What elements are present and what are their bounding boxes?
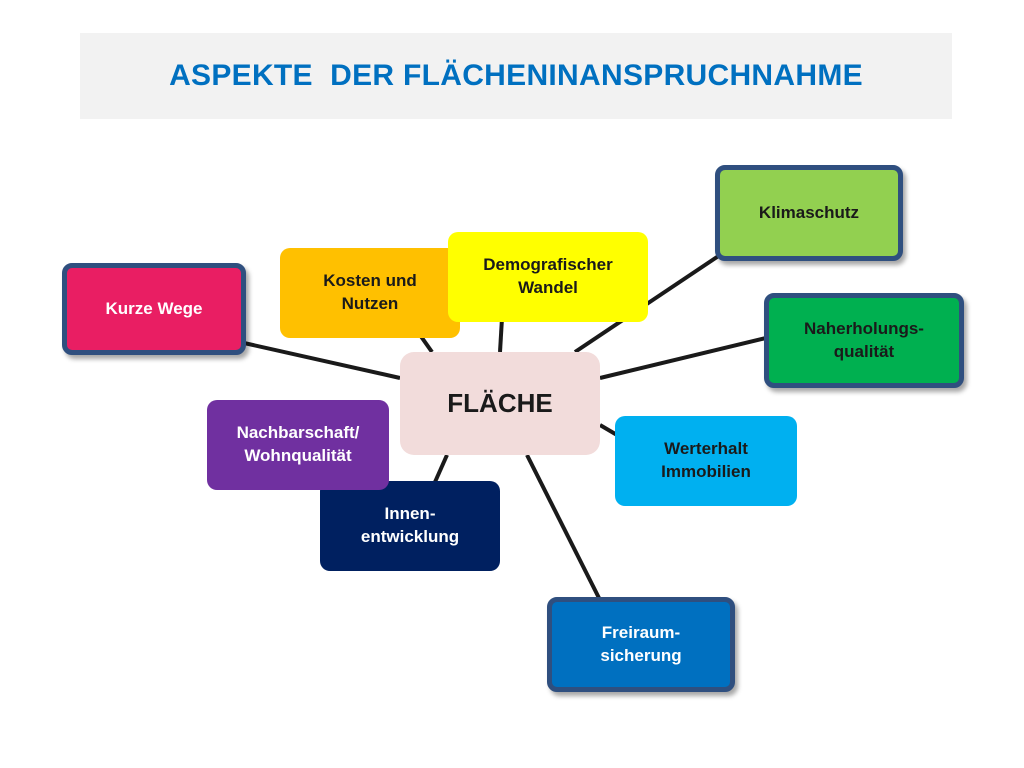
connector-naherholungsqualitaet [599,336,767,380]
node-label: Klimaschutz [758,202,860,222]
connector-demografischer-wandel [498,317,504,353]
connector-freiraumsicherung [525,454,602,601]
node-kosten-nutzen: Kosten und Nutzen [280,248,460,338]
page-title: ASPEKTE DER FLÄCHENINANSPRUCHNAHME [169,59,863,92]
connector-kurze-wege [243,341,401,380]
node-label: Werterhalt Immobilien [661,439,751,481]
node-label: Kurze Wege [105,298,203,318]
node-demografischer-wandel: Demografischer Wandel [448,232,648,322]
center-label: FLÄCHE [447,387,553,418]
connector-innenentwicklung [433,454,449,483]
connector-werterhalt-immobilien [598,423,619,437]
node-label: Innen- entwicklung [360,504,460,546]
center-node-flaeche: FLÄCHE [400,352,600,455]
node-label: Kosten und Nutzen [323,271,417,313]
node-label: Nachbarschaft/ Wohnqualität [236,423,360,465]
node-klimaschutz: Klimaschutz [715,165,903,261]
node-label: Freiraum- sicherung [600,622,682,665]
node-naherholungsqualitaet: Naherholungs- qualität [764,293,964,388]
node-freiraumsicherung: Freiraum- sicherung [547,597,735,692]
node-label: Demografischer Wandel [483,255,613,297]
title-bar: ASPEKTE DER FLÄCHENINANSPRUCHNAHME [80,33,952,119]
node-kurze-wege: Kurze Wege [62,263,246,355]
node-nachbarschaft-wohnqualitaet: Nachbarschaft/ Wohnqualität [207,400,389,490]
node-innenentwicklung: Innen- entwicklung [320,481,500,571]
node-label: Naherholungs- qualität [804,318,924,361]
node-werterhalt-immobilien: Werterhalt Immobilien [615,416,797,506]
